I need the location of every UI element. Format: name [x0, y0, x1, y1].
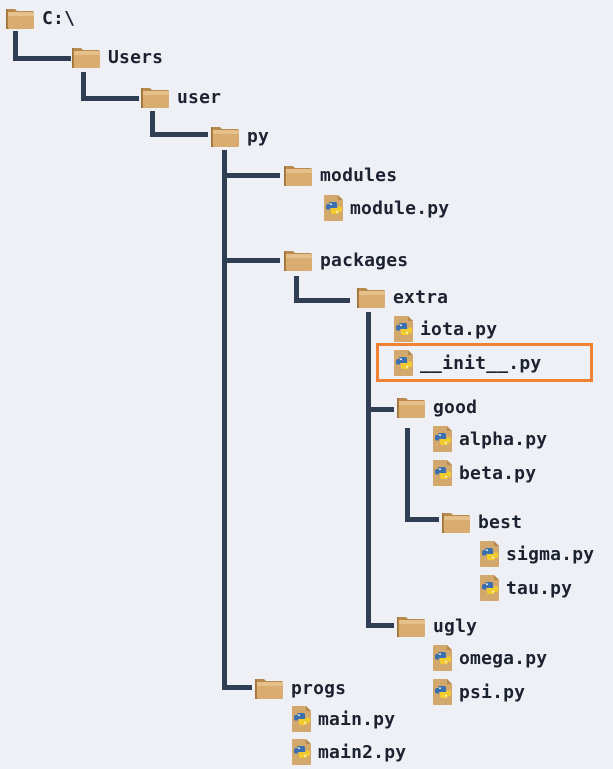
node-label: alpha.py: [459, 428, 548, 450]
node-label: module.py: [350, 197, 450, 219]
folder-ugly[interactable]: ugly: [395, 613, 477, 639]
folder-icon: [4, 5, 36, 31]
node-label: extra: [393, 286, 449, 308]
folder-icon: [70, 44, 102, 70]
python-file-icon: [478, 540, 502, 568]
folder-icon: [355, 284, 387, 310]
folder-extra[interactable]: extra: [355, 284, 448, 310]
node-label: py: [247, 125, 270, 147]
connector-line: [405, 428, 410, 522]
folder-icon: [395, 394, 427, 420]
node-label: progs: [291, 677, 347, 699]
file-alpha-py[interactable]: alpha.py: [431, 424, 547, 454]
connector-line: [366, 312, 371, 628]
connector-line: [13, 56, 71, 61]
python-file-icon: [392, 349, 416, 377]
node-label: user: [177, 86, 222, 108]
python-file-icon: [431, 644, 455, 672]
folder-root[interactable]: C:\: [4, 5, 75, 31]
node-label: main.py: [318, 708, 396, 730]
folder-icon: [209, 123, 241, 149]
file-iota-py[interactable]: iota.py: [392, 314, 497, 344]
connector-line: [222, 173, 280, 178]
node-label: beta.py: [459, 462, 537, 484]
folder-icon: [440, 509, 472, 535]
connector-line: [294, 276, 299, 303]
folder-icon: [395, 613, 427, 639]
connector-line: [405, 517, 439, 522]
node-label: sigma.py: [506, 543, 595, 565]
node-label: iota.py: [420, 318, 498, 340]
connector-line: [81, 96, 139, 101]
folder-icon: [282, 162, 314, 188]
folder-icon: [282, 247, 314, 273]
file-main-py[interactable]: main.py: [290, 704, 395, 734]
connector-line: [366, 623, 394, 628]
folder-user[interactable]: user: [139, 84, 221, 110]
connector-line: [222, 258, 280, 263]
node-label: psi.py: [459, 681, 526, 703]
python-file-icon: [290, 738, 314, 766]
file-tau-py[interactable]: tau.py: [478, 573, 572, 603]
connector-line: [222, 150, 227, 690]
folder-packages[interactable]: packages: [282, 247, 408, 273]
connector-line: [150, 111, 155, 137]
node-label: tau.py: [506, 577, 573, 599]
folder-icon: [253, 675, 285, 701]
folder-good[interactable]: good: [395, 394, 477, 420]
node-label: omega.py: [459, 647, 548, 669]
folder-progs[interactable]: progs: [253, 675, 346, 701]
file-omega-py[interactable]: omega.py: [431, 643, 547, 673]
file-main2-py[interactable]: main2.py: [290, 737, 406, 767]
node-label: packages: [320, 249, 409, 271]
python-file-icon: [322, 194, 346, 222]
folder-modules[interactable]: modules: [282, 162, 397, 188]
node-label: Users: [108, 46, 164, 68]
python-file-icon: [290, 705, 314, 733]
python-file-icon: [431, 459, 455, 487]
node-label: good: [433, 396, 478, 418]
file-init-py[interactable]: __init__.py: [392, 348, 541, 378]
file-sigma-py[interactable]: sigma.py: [478, 539, 594, 569]
folder-icon: [139, 84, 171, 110]
connector-line: [150, 132, 208, 137]
folder-users[interactable]: Users: [70, 44, 163, 70]
highlight-box: [376, 343, 593, 382]
node-label: best: [478, 511, 523, 533]
connector-line: [294, 298, 350, 303]
node-label: __init__.py: [420, 352, 542, 374]
folder-py[interactable]: py: [209, 123, 269, 149]
python-file-icon: [392, 315, 416, 343]
node-label: main2.py: [318, 741, 407, 763]
folder-best[interactable]: best: [440, 509, 522, 535]
file-module-py[interactable]: module.py: [322, 193, 449, 223]
file-psi-py[interactable]: psi.py: [431, 677, 525, 707]
node-label: C:\: [42, 7, 76, 29]
connector-line: [366, 407, 394, 412]
node-label: ugly: [433, 615, 478, 637]
node-label: modules: [320, 164, 398, 186]
python-file-icon: [431, 678, 455, 706]
python-file-icon: [478, 574, 502, 602]
file-beta-py[interactable]: beta.py: [431, 458, 536, 488]
connector-line: [81, 72, 86, 101]
connector-line: [222, 685, 252, 690]
connector-line: [13, 31, 18, 61]
python-file-icon: [431, 425, 455, 453]
